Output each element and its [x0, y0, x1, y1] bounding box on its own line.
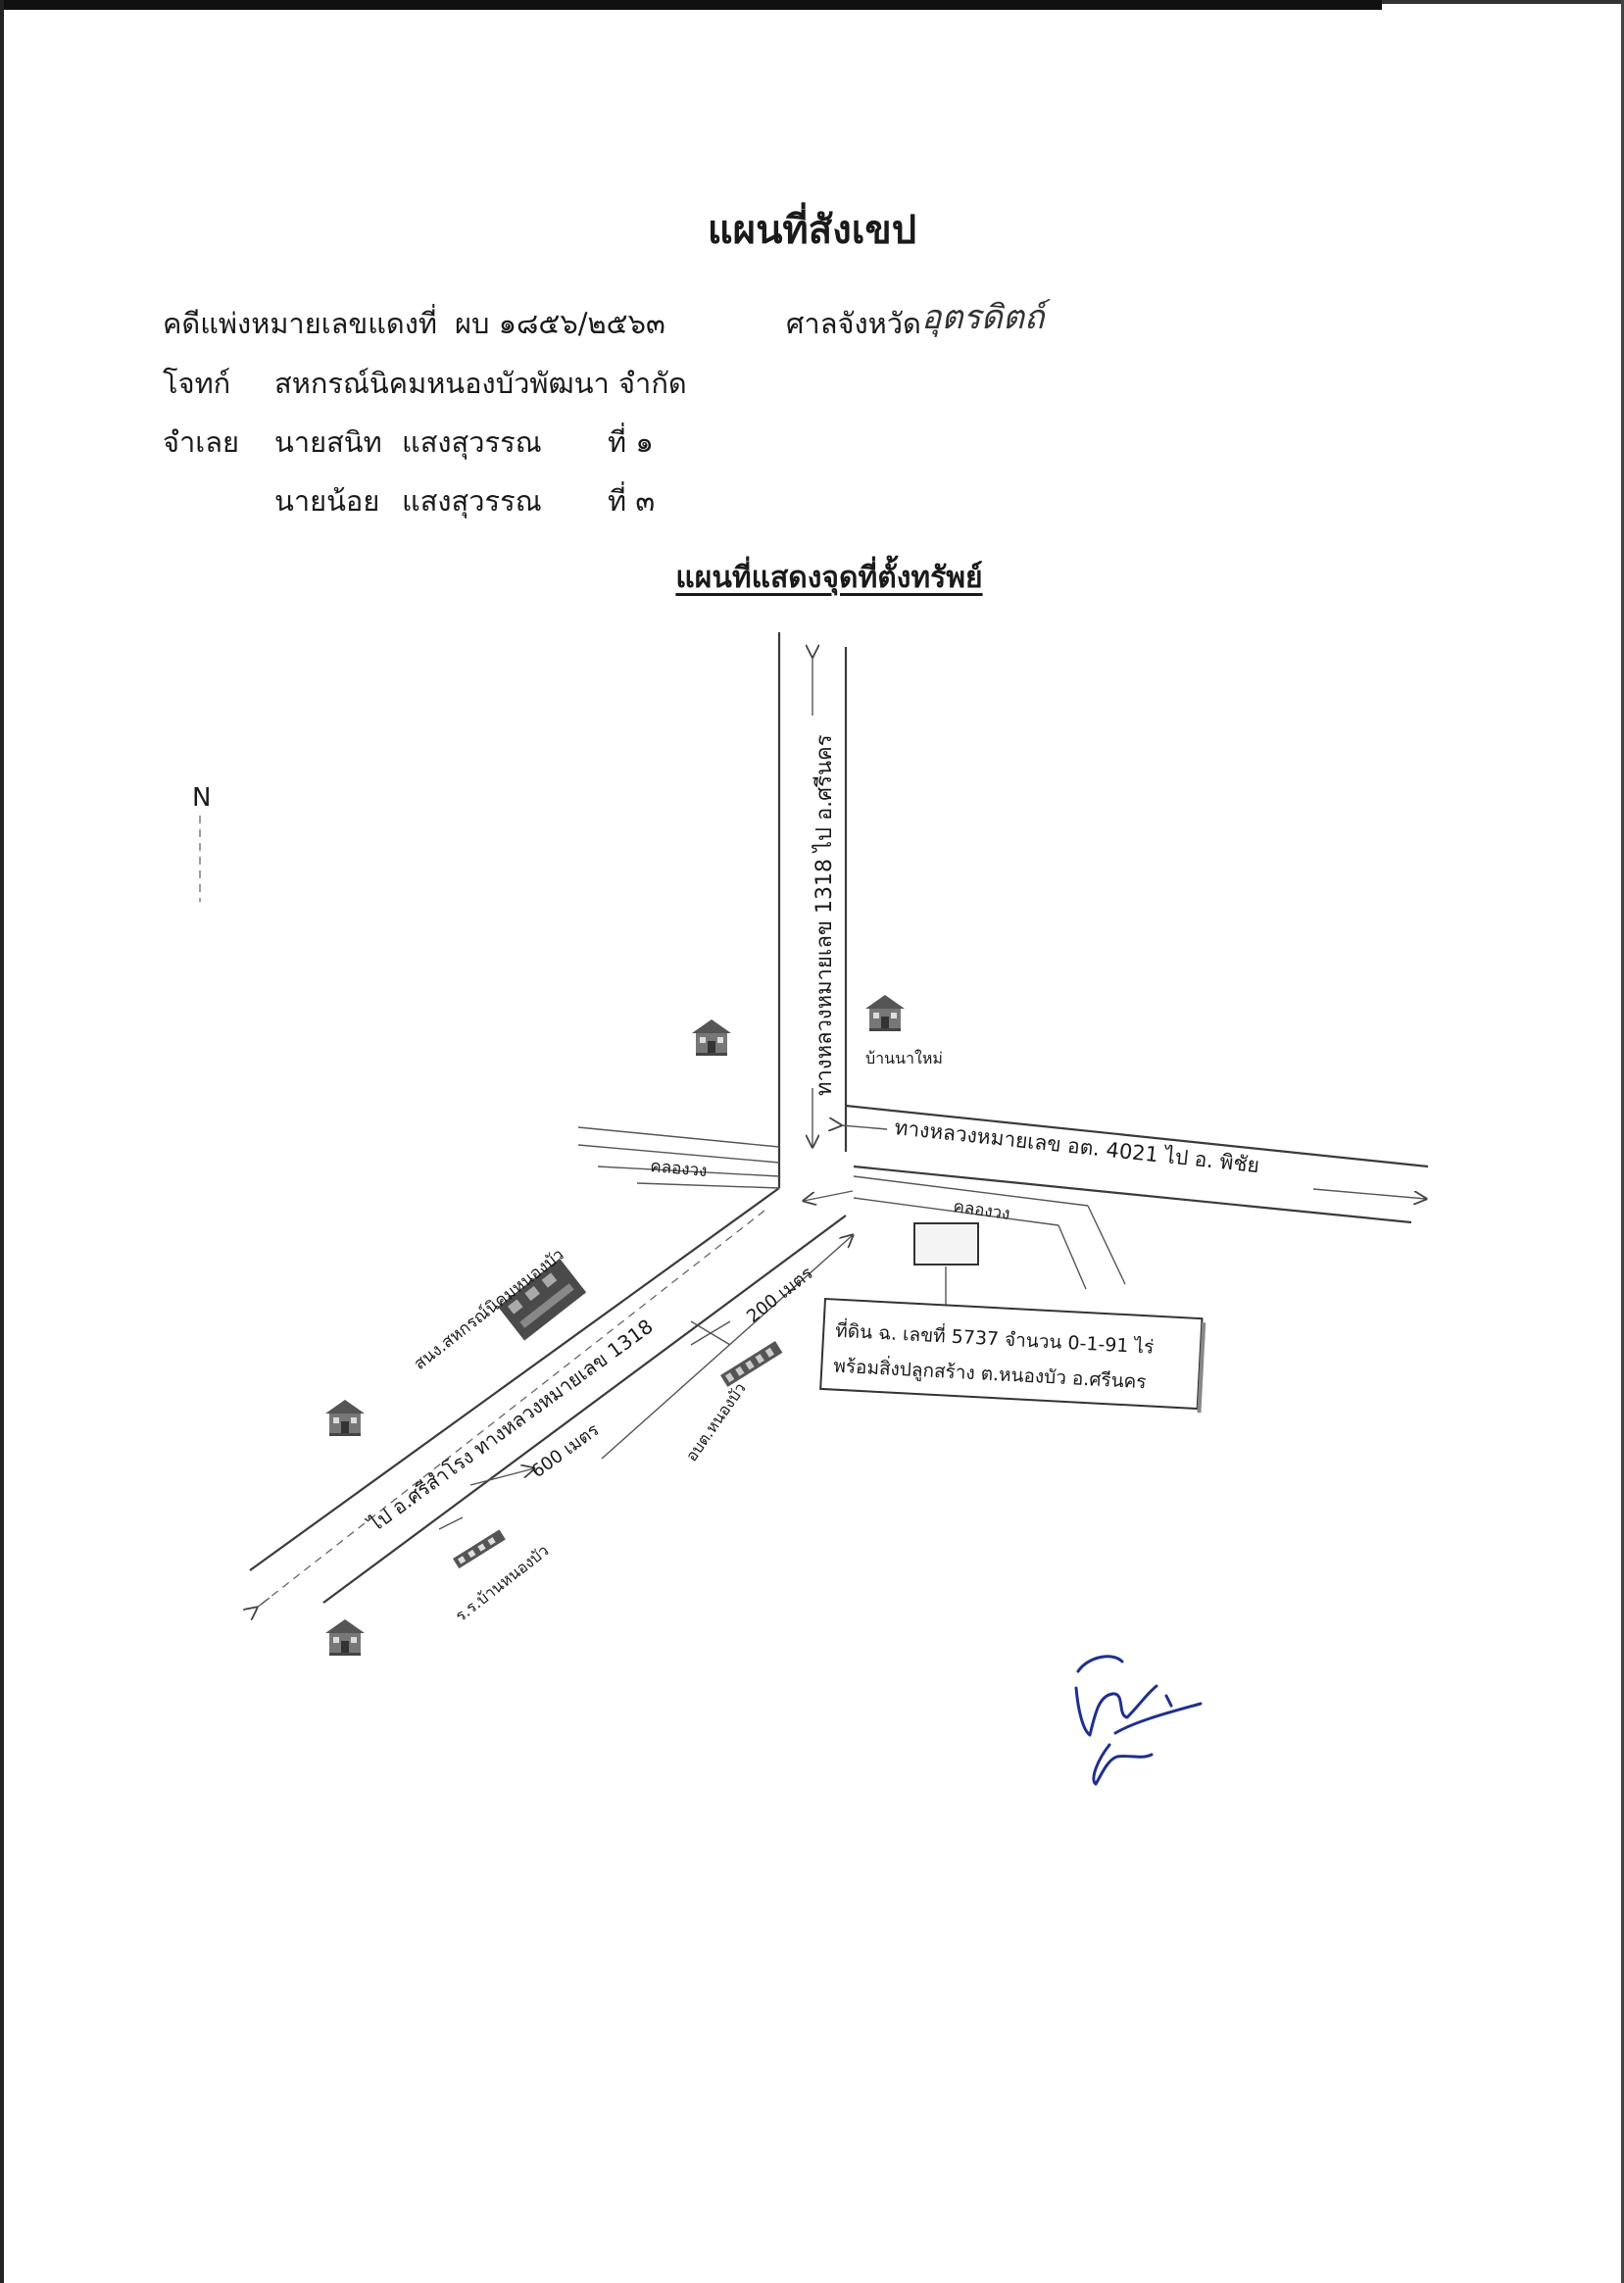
plaintiff-label: โจทก์ [163, 367, 231, 400]
scan-edge-left [0, 0, 4, 2283]
house-icon [865, 995, 905, 1031]
coop-office-building-icon [498, 1258, 587, 1341]
distance-600-arrow [469, 1468, 534, 1486]
scan-edge-top [0, 0, 1382, 10]
school-building-icon [453, 1529, 506, 1569]
distance-600-label: 600 เมตร [528, 1419, 604, 1482]
road-sw-label: ไป อ.ศรีสำโรง ทางหลวงหมายเลข 1318 [363, 1315, 657, 1537]
defendant-label: จำเลย [163, 425, 239, 459]
defendant-1-surname: แสงสุวรรณ [402, 425, 542, 459]
canal-west-label: คลองวง [650, 1157, 709, 1181]
distance-200-label: 200 เมตร [743, 1263, 817, 1327]
court-label: ศาลจังหวัด [786, 307, 921, 340]
distance-200-tick2 [690, 1320, 731, 1346]
scan-edge-top-right [1382, 0, 1624, 4]
canal-west: คลองวง [577, 1126, 780, 1189]
distance-200-line [601, 1235, 853, 1460]
property-callout: ที่ดิน ฉ. เลขที่ 5737 จำนวน 0-1-91 ไร่ พ… [819, 1297, 1206, 1414]
road-1318-north: ทางหลวงหมายเลข 1318 ไป อ.ศรีนคร [777, 632, 848, 1188]
north-label: N [192, 783, 211, 813]
canal-east: คลองวง [853, 1175, 1126, 1290]
road-4021-east: ทางหลวงหมายเลข อต. 4021 ไป อ. พิชัย [841, 1104, 1429, 1224]
case-label: คดีแพ่งหมายเลขแดงที่ [163, 307, 438, 340]
tambon-office-label: อบต.หนองบัว [682, 1379, 750, 1464]
defendant-1-order: ที่ ๑ [608, 425, 654, 459]
house-icon [692, 1019, 731, 1056]
case-number: ผบ ๑๘๕๖/๒๕๖๓ [455, 307, 665, 340]
property-plot [913, 1222, 979, 1266]
school-flag [438, 1516, 464, 1530]
tambon-office-building-icon [720, 1341, 783, 1387]
court-name-handwritten: อุตรดิตถ์ [921, 298, 1045, 337]
defendant-3-order: ที่ ๓ [608, 484, 656, 518]
defendant-3-name: นายน้อย [274, 484, 380, 518]
signature [1074, 1655, 1203, 1786]
plaintiff-name: สหกรณ์นิคมหนองบัวพัฒนา จำกัด [274, 367, 687, 400]
village-label: บ้านนาใหม่ [865, 1049, 943, 1067]
document-title: แผนที่สังเขป [707, 208, 917, 253]
canal-east-label: คลองวง [952, 1197, 1010, 1224]
defendant-1-name: นายสนิท [274, 425, 382, 459]
house-icon [325, 1400, 365, 1436]
house-icon [325, 1619, 365, 1656]
scan-edge-right [1621, 0, 1624, 2283]
defendant-3-surname: แสงสุวรรณ [402, 484, 542, 518]
map-subtitle: แผนที่แสดงจุดที่ตั้งทรัพย์ [675, 561, 983, 595]
road-east-label: ทางหลวงหมายเลข อต. 4021 ไป อ. พิชัย [893, 1116, 1260, 1177]
road-north-label: ทางหลวงหมายเลข 1318 ไป อ.ศรีนคร [812, 734, 837, 1096]
